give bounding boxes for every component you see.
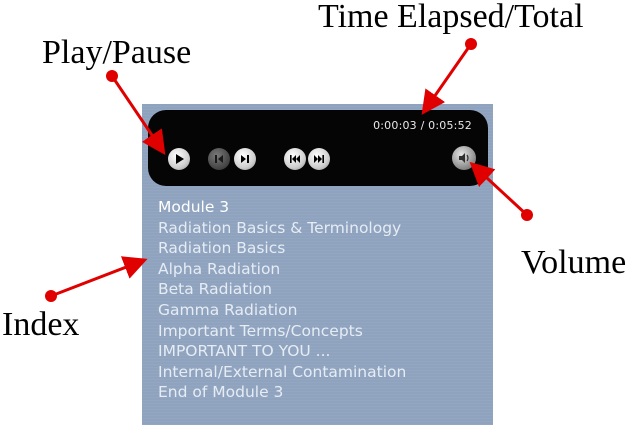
index-item[interactable]: End of Module 3: [158, 383, 284, 402]
index-item[interactable]: Internal/External Contamination: [158, 362, 407, 381]
play-icon: [176, 154, 184, 164]
callout-index: Index: [2, 306, 80, 343]
previous-icon: [215, 155, 223, 163]
index-item[interactable]: Beta Radiation: [158, 280, 272, 299]
next-icon: [241, 155, 249, 163]
control-bar: 0:00:03 / 0:05:52: [148, 110, 488, 186]
volume-icon: [459, 153, 469, 163]
time-readout: 0:00:03 / 0:05:52: [373, 119, 472, 132]
arrow-index: [45, 256, 148, 302]
index-title[interactable]: Module 3: [158, 198, 230, 216]
callout-time-elapsed-total: Time Elapsed/Total: [318, 0, 584, 35]
index-item[interactable]: Gamma Radiation: [158, 300, 298, 319]
next-button[interactable]: [234, 148, 256, 170]
index-item[interactable]: IMPORTANT TO YOU ...: [158, 342, 331, 361]
index-item[interactable]: Radiation Basics & Terminology: [158, 218, 402, 237]
rewind-icon: [290, 155, 300, 163]
arrow-time: [421, 38, 477, 115]
play-pause-button[interactable]: [168, 148, 190, 170]
arrow-volume: [469, 161, 533, 221]
index-item[interactable]: Alpha Radiation: [158, 259, 281, 278]
callout-play-pause: Play/Pause: [42, 34, 192, 71]
index-item[interactable]: Radiation Basics: [158, 239, 286, 258]
module-index: Module 3 Radiation Basics & Terminology …: [158, 197, 406, 403]
fast-forward-icon: [314, 155, 324, 163]
index-item[interactable]: Important Terms/Concepts: [158, 321, 363, 340]
rewind-button[interactable]: [284, 148, 306, 170]
arrow-play: [106, 70, 166, 155]
callout-volume: Volume: [521, 244, 627, 281]
fast-forward-button[interactable]: [308, 148, 330, 170]
previous-button[interactable]: [208, 148, 230, 170]
